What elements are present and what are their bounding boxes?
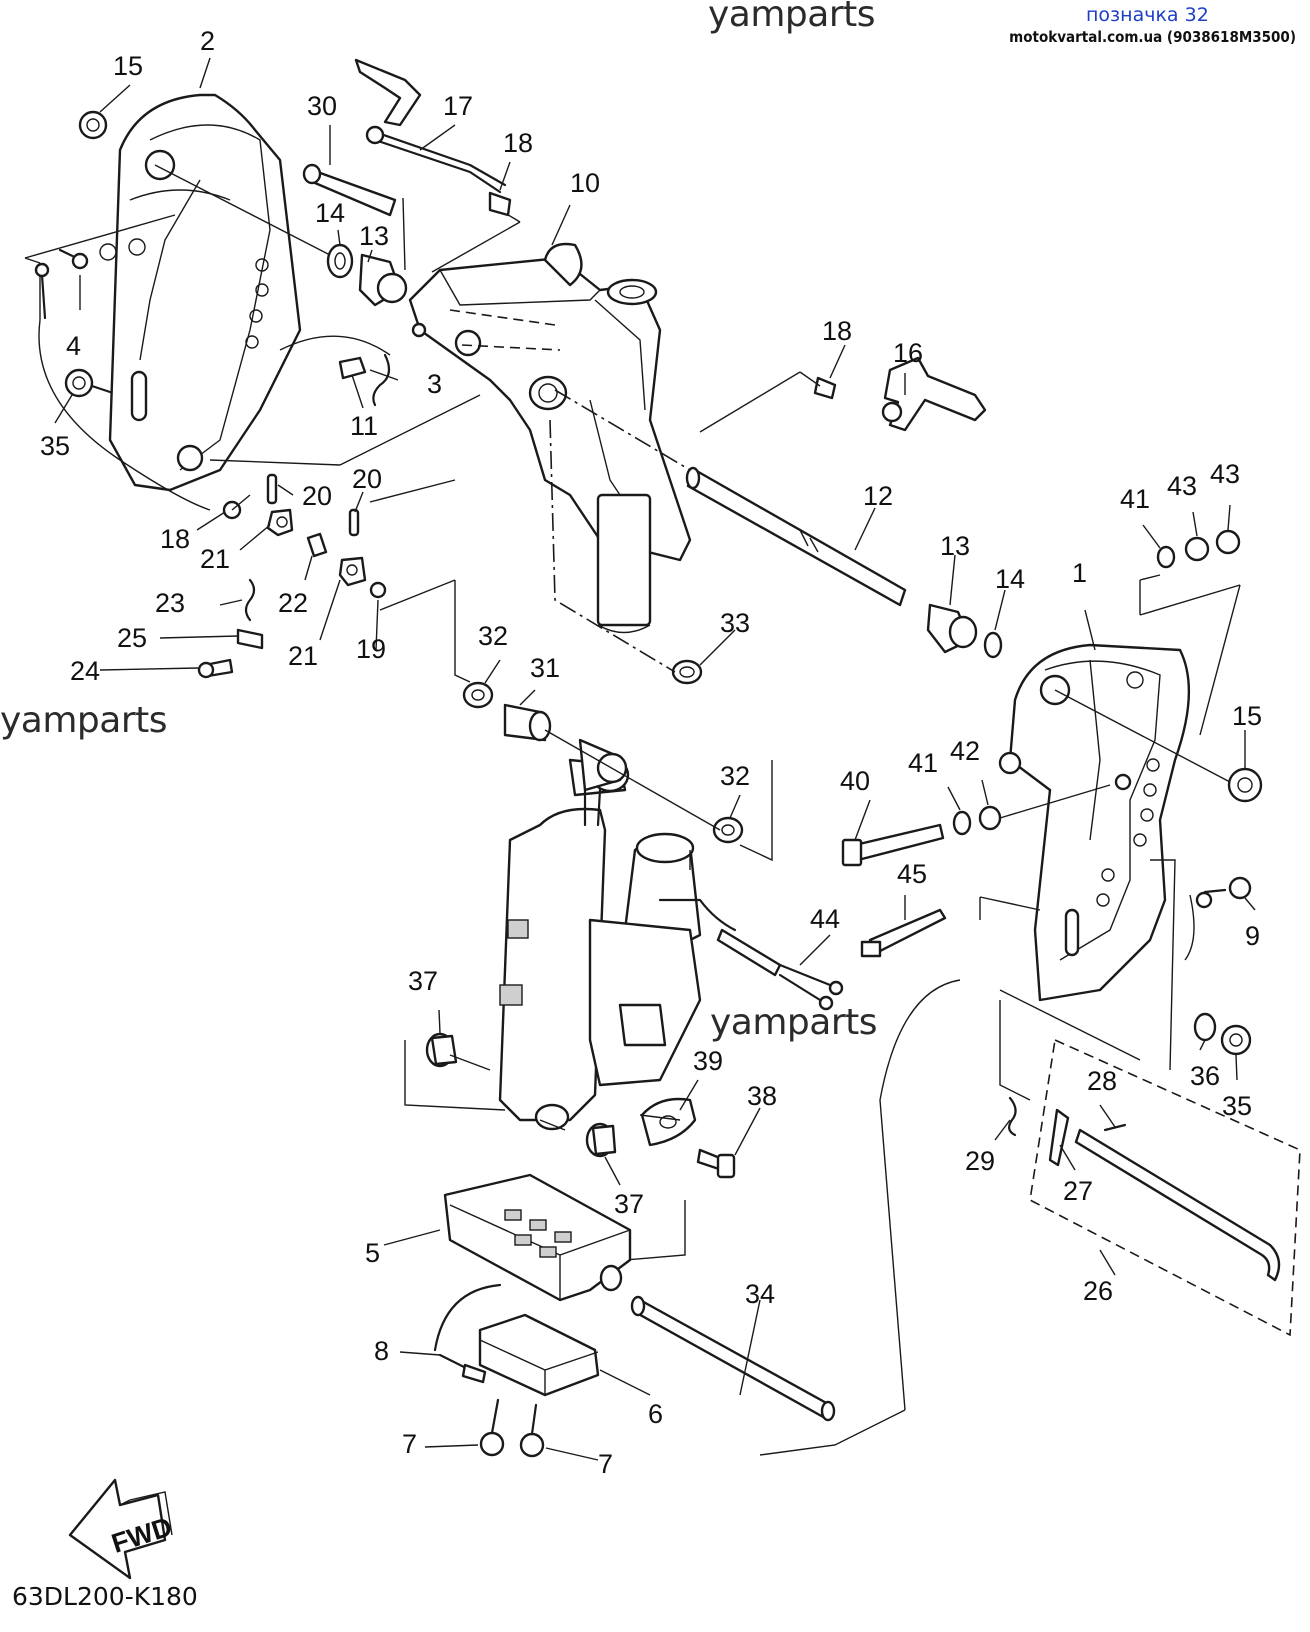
callout-label: 41 bbox=[1120, 484, 1150, 514]
callout-label: 45 bbox=[897, 859, 927, 889]
callout-label: 24 bbox=[70, 656, 100, 686]
callout-label: 20 bbox=[302, 481, 332, 511]
tilt-shaft bbox=[554, 389, 907, 607]
callout-label: 32 bbox=[478, 621, 508, 651]
callout-label: 27 bbox=[1063, 1176, 1093, 1206]
lower-mount bbox=[433, 1173, 632, 1458]
callout-label: 30 bbox=[307, 91, 337, 121]
swivel-bracket bbox=[408, 242, 692, 634]
callout-label: 3 bbox=[427, 369, 442, 399]
callout-label: 18 bbox=[160, 524, 190, 554]
callout-label: 41 bbox=[908, 748, 938, 778]
callout-label: 20 bbox=[352, 464, 382, 494]
callout-label: 36 bbox=[1190, 1061, 1220, 1091]
callout-label: 15 bbox=[1232, 701, 1262, 731]
callout-label: 31 bbox=[530, 653, 560, 683]
small-parts-left bbox=[197, 353, 456, 679]
tilt-lock-rod bbox=[999, 1000, 1301, 1337]
callout-label: 18 bbox=[503, 128, 533, 158]
callout-label: 23 bbox=[155, 588, 185, 618]
callout-label: 40 bbox=[840, 766, 870, 796]
callout-label: 6 bbox=[648, 1399, 663, 1429]
fwd-arrow-icon: FWD bbox=[68, 1478, 176, 1580]
upper-pins bbox=[154, 58, 521, 307]
watermark-left: yamparts bbox=[0, 700, 168, 741]
callout-label: 7 bbox=[598, 1449, 613, 1479]
assembly-outline-right bbox=[879, 574, 1241, 1411]
callout-label: 37 bbox=[408, 966, 438, 996]
callout-label: 26 bbox=[1083, 1276, 1113, 1306]
callout-label: 18 bbox=[822, 316, 852, 346]
callout-label: 13 bbox=[359, 221, 389, 251]
callout-label: 21 bbox=[288, 641, 318, 671]
watermark-mid: yamparts bbox=[710, 1002, 878, 1043]
callout-label: 21 bbox=[200, 544, 230, 574]
tilt-rod-bushings bbox=[454, 580, 773, 862]
callout-label: 12 bbox=[863, 481, 893, 511]
right-bushing bbox=[549, 419, 1003, 685]
assembly-outline-left bbox=[24, 214, 481, 511]
tilt-lever bbox=[699, 356, 987, 433]
cable-tie bbox=[860, 908, 947, 958]
callout-label: 28 bbox=[1087, 1066, 1117, 1096]
callout-label: 29 bbox=[965, 1146, 995, 1176]
callout-label: 43 bbox=[1210, 459, 1240, 489]
cotter-pin bbox=[34, 262, 50, 320]
callout-label: 42 bbox=[950, 736, 980, 766]
callout-label: 32 bbox=[720, 761, 750, 791]
callout-label: 14 bbox=[315, 198, 345, 228]
clamp-bracket-right bbox=[998, 643, 1231, 1002]
callout-label: 9 bbox=[1245, 921, 1260, 951]
clamp-bracket-left bbox=[99, 93, 302, 492]
callout-label: 17 bbox=[443, 91, 473, 121]
callout-label: 43 bbox=[1167, 471, 1197, 501]
callout-label: 33 bbox=[720, 608, 750, 638]
callout-label: 1 bbox=[1072, 558, 1087, 588]
left-hardware bbox=[58, 110, 112, 398]
callout-label: 39 bbox=[693, 1046, 723, 1076]
watermark-top: yamparts bbox=[708, 0, 876, 35]
callout-label: 11 bbox=[350, 411, 378, 441]
callout-label: 25 bbox=[117, 623, 147, 653]
callout-label: 19 bbox=[356, 634, 386, 664]
callout-label: 16 bbox=[893, 338, 923, 368]
right-hardware bbox=[841, 529, 1263, 1056]
callout-label: 8 bbox=[374, 1336, 389, 1366]
trim-tilt-unit bbox=[498, 757, 844, 1131]
callout-label: 38 bbox=[747, 1081, 777, 1111]
callout-label: 7 bbox=[402, 1429, 417, 1459]
callout-label: 35 bbox=[40, 431, 70, 461]
diagram-badge: позначка 32 bbox=[1086, 4, 1209, 26]
callout-label: 35 bbox=[1222, 1091, 1252, 1121]
callout-label: 13 bbox=[940, 531, 970, 561]
callout-label: 14 bbox=[995, 564, 1025, 594]
callout-label: 37 bbox=[614, 1189, 644, 1219]
callout-label: 44 bbox=[810, 904, 840, 934]
callout-label: 2 bbox=[200, 26, 215, 56]
lower-mounting bbox=[404, 1032, 736, 1261]
callout-label: 15 bbox=[113, 51, 143, 81]
source-reference: motokvartal.com.ua (9038618M3500) bbox=[1009, 28, 1296, 46]
callout-label: 10 bbox=[570, 168, 600, 198]
drawing-code: 63DL200-K180 bbox=[12, 1582, 198, 1611]
callout-label: 34 bbox=[745, 1279, 775, 1309]
callout-label: 4 bbox=[66, 331, 81, 361]
callout-label: 5 bbox=[365, 1238, 380, 1268]
callouts: 1 2 3 4 5 6 7 7 8 9 10 11 12 13 13 14 14… bbox=[40, 26, 1262, 1479]
callout-label: 22 bbox=[278, 588, 308, 618]
tilt-tube bbox=[630, 1295, 906, 1456]
